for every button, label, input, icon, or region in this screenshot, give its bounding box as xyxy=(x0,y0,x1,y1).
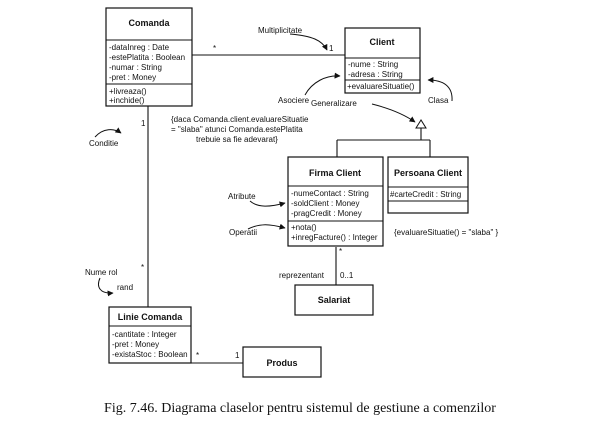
class-name: Client xyxy=(369,37,394,47)
attribute: #carteCredit : String xyxy=(390,190,461,199)
role-name: rand xyxy=(117,283,133,292)
attribute: -pragCredit : Money xyxy=(291,209,362,218)
multiplicity-label: 1 xyxy=(235,351,240,360)
attribute: -dataInreg : Date xyxy=(109,43,170,52)
class-name: Linie Comanda xyxy=(118,312,184,322)
annotation-clasa: Clasa xyxy=(428,96,449,105)
attribute: -numar : String xyxy=(109,63,162,72)
operation: +inchide() xyxy=(109,96,145,105)
annotation-arrow xyxy=(304,72,341,96)
attribute: -estePlatita : Boolean xyxy=(109,53,185,62)
annotation-generalizare: Generalizare xyxy=(311,99,357,108)
attribute: -existaStoc : Boolean xyxy=(112,350,188,359)
annotation-arrow xyxy=(427,77,453,102)
class-name: Produs xyxy=(266,358,297,368)
class-comanda[interactable]: Comanda -dataInreg : Date -estePlatita :… xyxy=(105,7,193,107)
class-firma-client[interactable]: Firma Client -numeContact : String -sold… xyxy=(287,156,384,247)
multiplicity-label: 1 xyxy=(141,119,146,128)
class-name: Persoana Client xyxy=(394,168,462,178)
multiplicity-label: * xyxy=(213,44,216,53)
class-persoana-client[interactable]: Persoana Client #carteCredit : String xyxy=(387,156,469,214)
class-name: Comanda xyxy=(128,18,170,28)
figure-caption: Fig. 7.46. Diagrama claselor pentru sist… xyxy=(104,401,496,416)
annotation-asociere: Asociere xyxy=(278,96,310,105)
multiplicity-label: * xyxy=(339,247,342,256)
annotation-arrow xyxy=(94,127,122,138)
class-produs[interactable]: Produs xyxy=(242,346,322,378)
attribute: -pret : Money xyxy=(109,73,156,82)
class-client[interactable]: Client -nume : String -adresa : String +… xyxy=(344,27,421,94)
annotation-arrow xyxy=(289,33,328,51)
attribute: -soldClient : Money xyxy=(291,199,359,208)
multiplicity-label: * xyxy=(196,351,199,360)
class-name: Salariat xyxy=(318,295,351,305)
attribute: -cantitate : Integer xyxy=(112,330,177,339)
annotation-arrow xyxy=(371,103,416,123)
class-name: Firma Client xyxy=(309,168,361,178)
multiplicity-label: * xyxy=(141,263,144,272)
attribute: -nume : String xyxy=(348,60,398,69)
generalization-tree xyxy=(336,119,431,157)
multiplicity-label: 0..1 xyxy=(340,271,354,280)
annotation-arrow xyxy=(98,277,114,297)
constraint-line: {daca Comanda.client.evaluareSituatie xyxy=(171,115,309,124)
multiplicity-label: 1 xyxy=(329,44,334,53)
annotation-multiplicitate: Multiplicitate xyxy=(258,26,303,35)
attribute: -pret : Money xyxy=(112,340,159,349)
constraint-line: = "slaba" atunci Comanda.estePlatita xyxy=(171,125,303,134)
annotation-operatii: Operatii xyxy=(229,228,257,237)
class-salariat[interactable]: Salariat xyxy=(294,284,374,316)
attribute: -adresa : String xyxy=(348,70,403,79)
operation: +livreaza() xyxy=(109,87,147,96)
constraint-persoana: {evaluareSituatie() = "slaba" } xyxy=(394,228,499,237)
annotation-arrow xyxy=(247,223,286,230)
annotation-conditie: Conditie xyxy=(89,139,119,148)
operation: +evaluareSituatie() xyxy=(347,82,415,91)
class-linie-comanda[interactable]: Linie Comanda -cantitate : Integer -pret… xyxy=(108,306,192,364)
operation: +nota() xyxy=(291,223,317,232)
constraint-line: trebuie sa fie adevarat} xyxy=(196,135,278,144)
annotation-atribute: Atribute xyxy=(228,192,256,201)
annotation-nume-rol: Nume rol xyxy=(85,268,118,277)
attribute: -numeContact : String xyxy=(291,189,369,198)
role-name: reprezentant xyxy=(279,271,325,280)
annotation-arrow xyxy=(249,200,286,208)
operation: +inregFacture() : Integer xyxy=(291,233,378,242)
